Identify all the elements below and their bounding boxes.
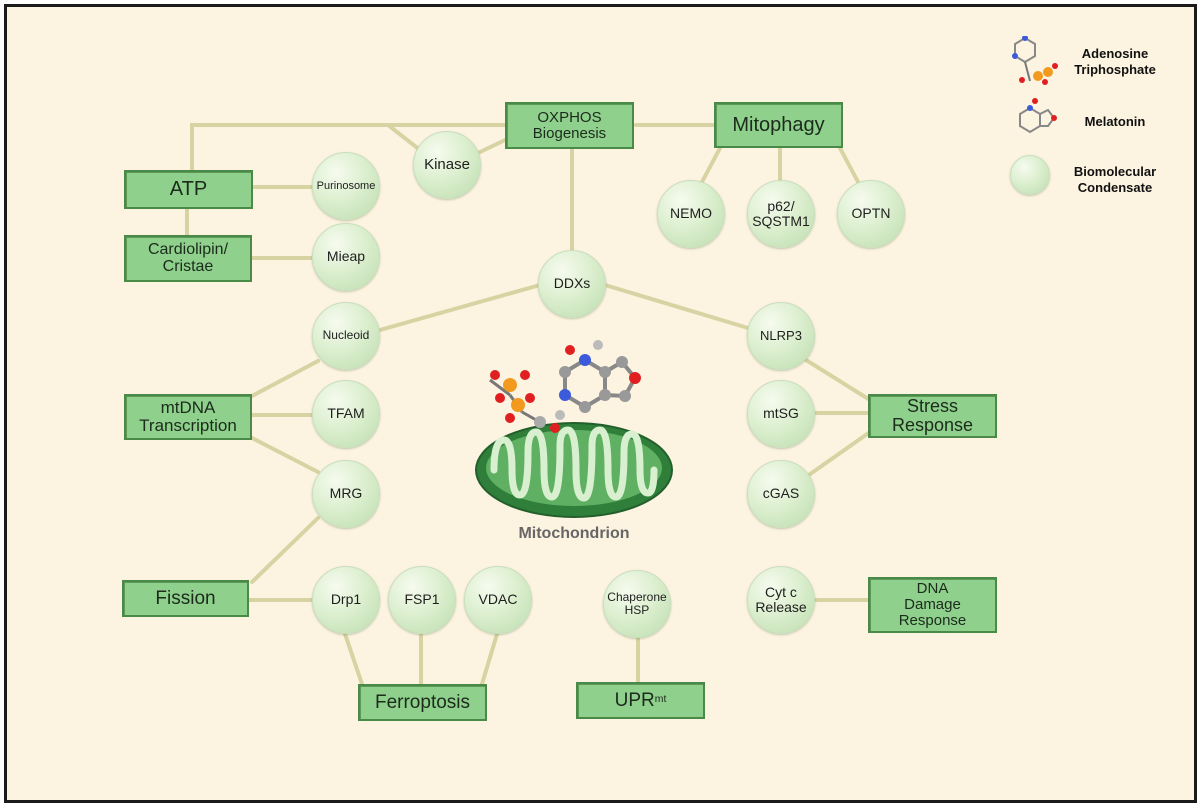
- legend-condensate-label: Biomolecular Condensate: [1073, 164, 1157, 195]
- oxphos-biogenesis-box[interactable]: OXPHOS Biogenesis: [505, 102, 634, 149]
- mitophagy-box[interactable]: Mitophagy: [714, 102, 843, 148]
- cardiolipin-cristae-box[interactable]: Cardiolipin/ Cristae: [124, 235, 252, 282]
- connector-mrg-fission: [250, 516, 320, 584]
- p62-sqstm1-condensate[interactable]: p62/ SQSTM1: [747, 180, 815, 248]
- optn-condensate[interactable]: OPTN: [837, 180, 905, 248]
- dna-damage-response-box[interactable]: DNA Damage Response: [868, 577, 997, 633]
- connector-mitophagy-nemo: [700, 146, 722, 184]
- connector-ddxs-nlrp3: [603, 283, 750, 330]
- fission-box[interactable]: Fission: [122, 580, 249, 617]
- connector-mtdna-nucleoid: [250, 359, 320, 398]
- legend-atp-icon: [1012, 36, 1058, 85]
- legend-melatonin-label: Melatonin: [1084, 114, 1146, 129]
- connector-nlrp3-stress: [804, 358, 872, 402]
- chaperone-hsp-condensate[interactable]: Chaperone HSP: [603, 570, 671, 638]
- nucleoid-condensate[interactable]: Nucleoid: [312, 302, 380, 370]
- legend-condensate-icon: [1010, 155, 1050, 195]
- fsp1-condensate[interactable]: FSP1: [388, 566, 456, 634]
- connector-mtdna-mrg: [250, 436, 320, 474]
- mtsg-condensate[interactable]: mtSG: [747, 380, 815, 448]
- cytc-release-condensate[interactable]: Cyt c Release: [747, 566, 815, 634]
- connector-oxphos-atp: [190, 123, 507, 172]
- upr-superscript: mt: [654, 694, 667, 706]
- drp1-condensate[interactable]: Drp1: [312, 566, 380, 634]
- connector-mitophagy-optn: [838, 146, 860, 184]
- purinosome-condensate[interactable]: Purinosome: [312, 152, 380, 220]
- ddxs-condensate[interactable]: DDXs: [538, 250, 606, 318]
- legend-melatonin-icon: [1019, 98, 1057, 134]
- upr-label: UPR: [614, 689, 655, 711]
- nemo-condensate[interactable]: NEMO: [657, 180, 725, 248]
- connector-kinase-topline: [386, 123, 422, 152]
- cgas-condensate[interactable]: cGAS: [747, 460, 815, 528]
- connector-ddxs-nucleoid: [378, 283, 542, 332]
- connector-kinase-oxphos: [476, 138, 507, 155]
- legend-atp-label: Adenosine Triphosphate: [1074, 46, 1156, 77]
- mitochondrion-label: Mitochondrion: [518, 525, 630, 542]
- nlrp3-condensate[interactable]: NLRP3: [747, 302, 815, 370]
- tfam-condensate[interactable]: TFAM: [312, 380, 380, 448]
- connector-cgas-stress: [804, 430, 872, 479]
- mrg-condensate[interactable]: MRG: [312, 460, 380, 528]
- mieap-condensate[interactable]: Mieap: [312, 223, 380, 291]
- vdac-condensate[interactable]: VDAC: [464, 566, 532, 634]
- connector-drp1-ferroptosis: [343, 632, 364, 686]
- kinase-condensate[interactable]: Kinase: [413, 131, 481, 199]
- ferroptosis-box[interactable]: Ferroptosis: [358, 684, 487, 721]
- mtdna-transcription-box[interactable]: mtDNA Transcription: [124, 394, 252, 440]
- stress-response-box[interactable]: Stress Response: [868, 394, 997, 438]
- connector-vdac-ferroptosis: [480, 632, 499, 686]
- atp-box[interactable]: ATP: [124, 170, 253, 209]
